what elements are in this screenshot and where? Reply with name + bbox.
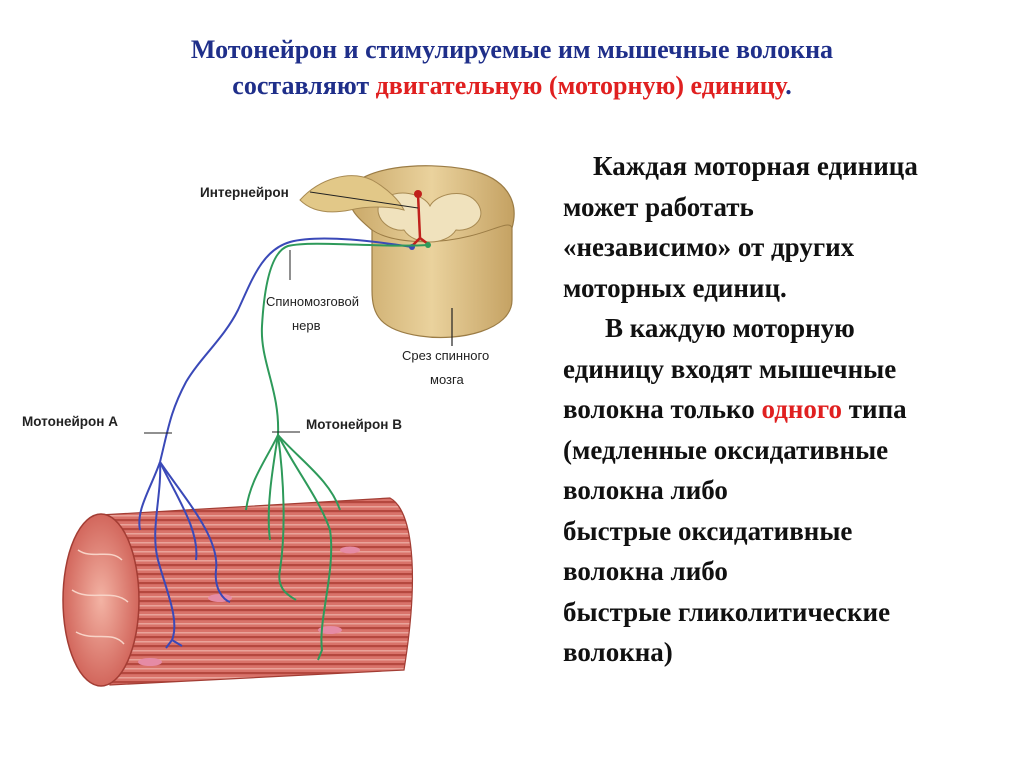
cord-section-label-1: Срез спинного [402,348,489,363]
muscle-fiber-bundle [62,497,414,687]
muscle-cross-section [62,513,140,687]
cord-section-label-2: мозга [430,372,464,387]
body-text: Каждая моторная единица может работать «… [563,146,1013,673]
spinal-nerve-label-2: нерв [292,318,321,333]
body-line: единицу входят мышечные [563,353,897,384]
title-line-2: составляют двигательную (моторную) едини… [0,68,1024,104]
spinal-cord-section [299,165,515,346]
title-line-1: Мотонейрон и стимулируемые им мышечные в… [190,35,834,64]
body-line: (медленные оксидативные [563,434,889,465]
motoneuron-b-label: Мотонейрон В [306,417,402,432]
motoneuron-a-label: Мотонейрон А [22,414,118,429]
slide-title: Мотонейрон и стимулируемые им мышечные в… [0,32,1024,104]
body-line: волокна) [563,637,673,667]
spinal-nerve-label-1: Спиномозговой [266,294,359,309]
body-line: «независимо» от других [563,232,855,262]
body-line: В каждую моторную [605,313,855,343]
body-line-prefix: волокна только [563,394,762,424]
body-line: Каждая моторная единица [593,151,918,181]
title-line-2-suffix: . [785,71,792,100]
interneuron-label: Интернейрон [200,185,289,200]
body-line: может работать [563,191,754,222]
body-line: волокна либо [563,475,728,505]
title-line-2-prefix: составляют [232,71,376,100]
body-line: волокна либо [563,556,728,586]
body-line: быстрые гликолитические [563,596,891,627]
body-line: волокна только одного типа [563,389,1013,430]
body-highlight: одного [761,394,843,424]
motoneuron-b-axon [245,242,429,661]
body-line: моторных единиц. [563,272,787,303]
motor-unit-diagram: Интернейрон Спиномозговой нерв Срез спин… [22,165,515,687]
motoneuron-a-axon [138,237,413,649]
title-highlight: двигательную (моторную) единицу [375,71,786,100]
interneuron-pointer [309,191,419,209]
body-line: быстрые оксидативные [563,515,853,546]
body-line-suffix: типа [842,394,907,424]
